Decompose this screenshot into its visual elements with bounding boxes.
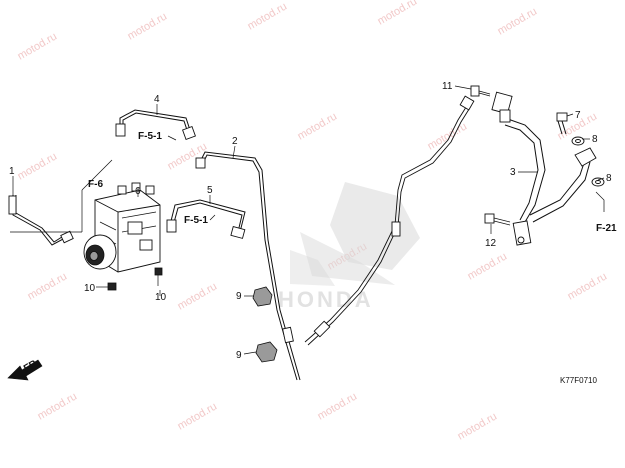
watermark: motod.ru	[316, 390, 360, 422]
bolt-7	[556, 112, 568, 135]
ref-f-6: F-6	[88, 179, 103, 190]
callout-1: 1	[9, 166, 15, 177]
ref-f-5-1-lower: F-5-1	[184, 215, 208, 226]
sealing-washer-8b	[591, 177, 605, 187]
watermark: motod.ru	[246, 0, 290, 32]
bolt-10b	[154, 267, 163, 286]
front-arrow-icon	[7, 359, 43, 381]
ref-f-5-1-upper: F-5-1	[138, 131, 162, 142]
sealing-washer-8a	[571, 136, 585, 146]
watermark: motod.ru	[26, 270, 70, 302]
callout-2: 2	[232, 136, 238, 147]
brake-pipe-2	[195, 151, 301, 381]
callout-10b: 10	[155, 292, 167, 303]
bolt-10a	[107, 282, 117, 291]
direction-label: FR.	[22, 357, 42, 375]
watermark: motod.ru	[126, 10, 170, 42]
watermark: motod.ru	[16, 150, 60, 182]
pipe-clip-9a	[252, 286, 273, 307]
watermark: motod.ru	[426, 120, 470, 152]
leader-lines	[10, 85, 605, 355]
front-direction-indicator: FR.	[7, 357, 43, 381]
watermark: motod.ru	[466, 250, 510, 282]
callout-5: 5	[207, 185, 213, 196]
watermark: motod.ru	[296, 110, 340, 142]
watermark: motod.ru	[16, 30, 60, 62]
callout-labels: 1 2 3 4 5 6 7 8 8 9 9 10 10 11 12	[9, 81, 612, 361]
bolt-12	[484, 213, 511, 226]
watermark: motod.ru	[496, 5, 540, 37]
callout-9b: 9	[236, 350, 242, 361]
callout-12: 12	[485, 238, 497, 249]
ref-f-21: F-21	[596, 223, 617, 234]
watermark: motod.ru	[176, 280, 220, 312]
callout-9a: 9	[236, 291, 242, 302]
brake-pipe-1	[8, 195, 74, 246]
honda-logo-watermark: HONDA	[278, 182, 420, 312]
watermark: motod.ru	[376, 0, 420, 28]
brake-pipe-main	[304, 95, 475, 346]
brake-pipe-5	[166, 199, 246, 239]
callout-10a: 10	[84, 283, 96, 294]
reference-labels: F-5-1 F-5-1 F-6 F-21	[88, 131, 617, 234]
callout-6: 6	[135, 186, 141, 197]
pipe-clip-9b	[255, 341, 278, 363]
brand-logo-text: HONDA	[278, 287, 374, 312]
callout-4: 4	[154, 94, 160, 105]
drawing-code: K77F0710	[560, 376, 597, 385]
callout-8b: 8	[606, 173, 612, 184]
watermark: motod.ru	[176, 400, 220, 432]
callout-3: 3	[510, 167, 516, 178]
brake-hose-3	[491, 91, 597, 246]
brake-pipe-4	[115, 109, 196, 140]
callout-7: 7	[575, 110, 581, 121]
watermark: motod.ru	[566, 270, 610, 302]
bolt-11	[470, 85, 491, 97]
abs-modulator	[83, 182, 161, 273]
watermark: motod.ru	[456, 410, 500, 442]
watermark: motod.ru	[36, 390, 80, 422]
callout-11: 11	[442, 81, 453, 92]
callout-8a: 8	[592, 134, 598, 145]
